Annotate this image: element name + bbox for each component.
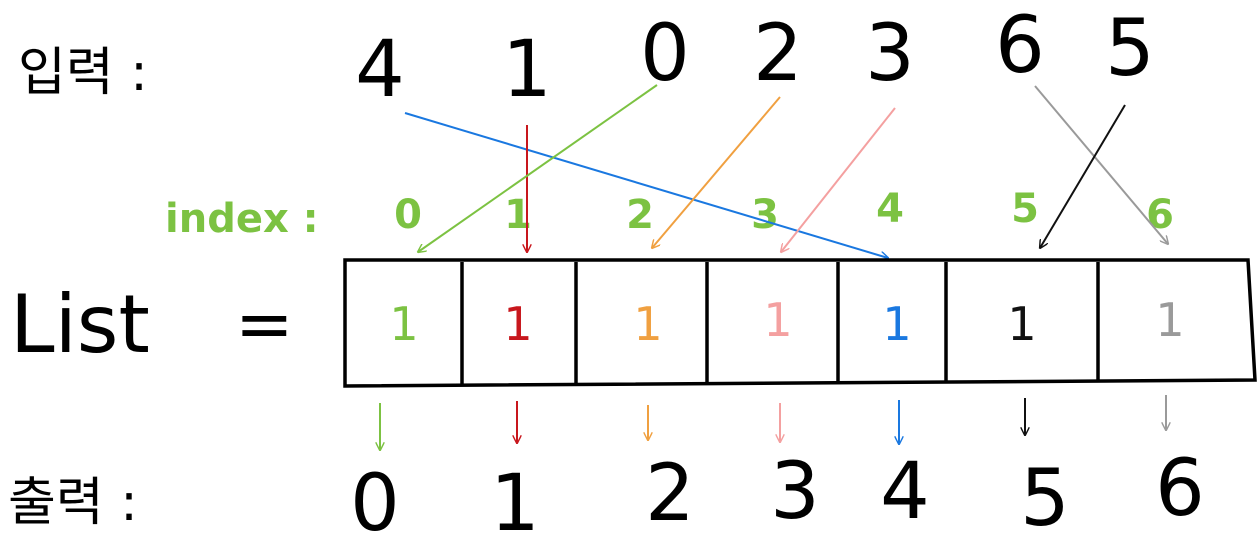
arrow-4-to-index-4: [404, 112, 888, 258]
input-row: 4 1 0 2 3 6 5: [355, 1, 1155, 115]
input-label: 입력 :: [18, 43, 148, 103]
index-number: 0: [394, 192, 422, 238]
index-number: 3: [751, 192, 779, 238]
input-value: 3: [865, 9, 915, 99]
list-box: [343, 258, 1257, 388]
output-value: 0: [350, 459, 400, 541]
input-value: 1: [502, 25, 552, 115]
index-number: 5: [1011, 186, 1039, 232]
input-value: 4: [355, 25, 405, 115]
output-value: 5: [1020, 454, 1070, 541]
list-outline: [343, 258, 1257, 388]
input-value: 5: [1105, 4, 1155, 94]
equals-sign: =: [235, 283, 294, 365]
output-row: 0 1 2 3 4 5 6: [350, 444, 1205, 541]
output-value: 2: [645, 449, 695, 539]
arrow-6-to-index-6: [1034, 85, 1168, 244]
arrow-2-to-index-2: [652, 96, 781, 248]
index-row: 0 1 2 3 4 5 6: [394, 186, 1174, 238]
arrow-3-to-index-3: [781, 107, 896, 252]
output-value: 4: [880, 447, 930, 537]
cell-value: 1: [389, 297, 418, 351]
input-value: 0: [640, 9, 690, 99]
output-label: 출력 :: [8, 473, 138, 533]
cell-value: 1: [1155, 293, 1184, 347]
index-number: 6: [1146, 192, 1174, 238]
cell-value: 1: [503, 297, 532, 351]
index-label: index :: [165, 196, 319, 242]
arrow-0-to-index-0: [418, 84, 658, 252]
input-value: 2: [753, 9, 803, 99]
arrow-5-to-index-5: [1040, 104, 1126, 248]
cell-value: 1: [763, 293, 792, 347]
index-number: 4: [876, 186, 904, 232]
output-arrows: [380, 395, 1166, 450]
output-value: 6: [1155, 444, 1205, 534]
cell-value: 1: [882, 297, 911, 351]
index-number: 2: [626, 192, 654, 238]
cell-value: 1: [633, 297, 662, 351]
list-label: List: [10, 278, 150, 371]
mapping-arrows: [404, 84, 1168, 258]
output-value: 3: [770, 447, 820, 537]
list-cells: 1 1 1 1 1 1 1: [389, 293, 1184, 351]
cell-value: 1: [1007, 297, 1036, 351]
input-value: 6: [995, 1, 1045, 91]
output-value: 1: [490, 459, 540, 541]
